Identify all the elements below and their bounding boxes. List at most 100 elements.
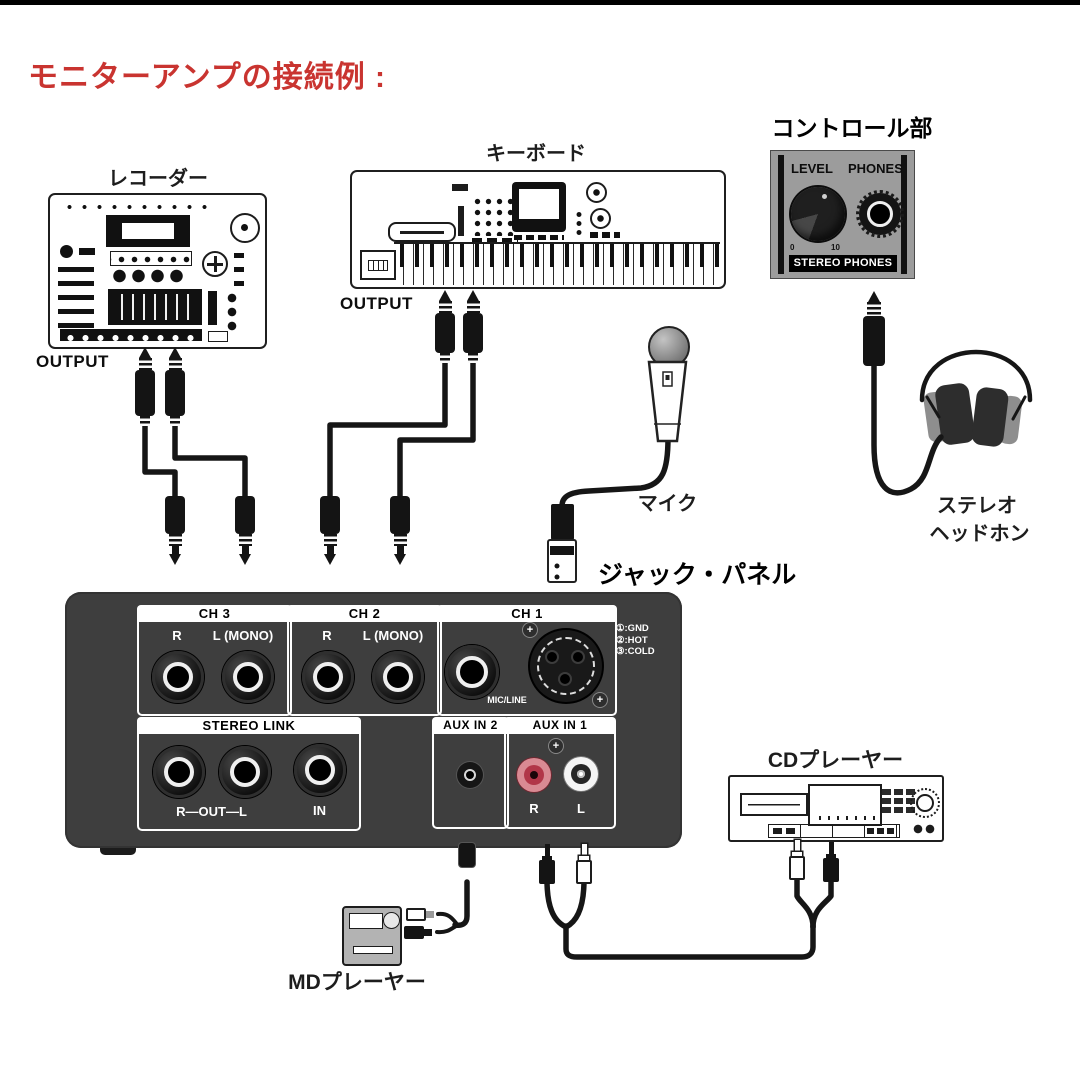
plug-tip [467, 290, 479, 301]
plug-tip [324, 554, 336, 565]
cable-recorder-r [142, 417, 178, 503]
plug-tip [169, 554, 181, 565]
keyboard-screen-display [519, 189, 559, 219]
ch2-title: CH 2 [287, 605, 442, 622]
plug-body [863, 316, 885, 366]
plug-rings [323, 534, 337, 546]
plug-rings [138, 358, 152, 370]
ch2-r-label: R [322, 628, 332, 643]
recorder-input-knob-strip [60, 329, 202, 341]
ch1-title: CH 1 [437, 605, 617, 622]
phones-label: PHONES [848, 161, 903, 176]
plug-strain-relief [170, 416, 180, 426]
phones-jack-inner [867, 201, 893, 227]
cable-keyboard-r [327, 355, 448, 503]
stereo-link-out-label: R—OUT—L [176, 804, 247, 819]
ch3-r-jack [152, 651, 204, 703]
recorder-output-plug-right [163, 347, 187, 426]
plug-body [320, 496, 340, 534]
control-section-label: コントロール部 [771, 115, 933, 141]
recorder-knob-row [62, 202, 212, 212]
plug-strain-relief [140, 416, 150, 426]
knob-min-label: 0 [790, 243, 795, 252]
plug-body [463, 313, 483, 353]
xlr-connector-screw-1 [554, 563, 560, 569]
microphone-switch-slider [665, 375, 670, 380]
rca-body [539, 860, 555, 884]
cable-md-black-arm [435, 924, 458, 935]
page-title: モニターアンプの接続例 : [28, 61, 387, 94]
jack-inner [163, 662, 193, 692]
recorder-jog-knob [230, 213, 260, 243]
jack-inner [313, 662, 343, 692]
stereo-link-in-label: IN [313, 803, 326, 818]
control-rack-rail-left [778, 155, 784, 274]
aux-in-1-l-rca-jack [564, 757, 598, 791]
recorder-faders [112, 294, 198, 320]
ch1-mic-line-label: MIC/LINE [487, 695, 527, 705]
plug-shaft [326, 546, 334, 554]
md-display [349, 913, 383, 929]
keyboard-device [350, 170, 726, 289]
rca-collar [542, 856, 552, 860]
plug-rings [168, 534, 182, 546]
xlr-connector-latch [550, 546, 574, 555]
recorder-screen-display [122, 223, 174, 239]
cd-jog-inner [916, 794, 934, 812]
cable-aux1-to-cd [563, 923, 816, 960]
xlr-pinout-legend: ①:GND ②:HOT ③:COLD [616, 623, 655, 658]
jack-panel-label: ジャック・パネル [598, 561, 797, 589]
rca-collar [579, 856, 589, 860]
ch2-r-jack [302, 651, 354, 703]
ch2-section: CH 2 R L (MONO) [287, 605, 442, 716]
keyboard-connector-port [368, 260, 388, 271]
aux-in-1-section: AUX IN 1 R L [504, 717, 616, 829]
ch1-section: CH 1 MIC/LINE [437, 605, 617, 716]
recorder-power-knob [60, 245, 73, 258]
jack-inner [233, 662, 263, 692]
stereo-link-in-jack [294, 744, 346, 796]
plug-body [435, 313, 455, 353]
xlr-pin-2 [573, 652, 583, 662]
rca-collar [792, 852, 802, 856]
xlr-pin2-text: ②:HOT [616, 634, 648, 646]
aux-in-1-l-rca-plug [576, 844, 592, 884]
rca-hole [530, 771, 538, 779]
headphone-cup-left [933, 381, 977, 447]
knob-max-label: 10 [831, 243, 840, 252]
cd-bottom-button-bar [768, 824, 900, 838]
aux-in-2-section: AUX IN 2 [432, 717, 509, 829]
xlr-connector-sleeve [551, 504, 574, 540]
cd-small-knobs [912, 823, 936, 835]
cable-aux1-right-arm [563, 877, 587, 930]
recorder-fader-section [108, 289, 202, 325]
ch2-l-plug [388, 496, 412, 565]
xlr-screw-top [523, 623, 537, 637]
rca-body [576, 860, 592, 884]
xlr-connector-screw-2 [554, 574, 560, 580]
microphone-label: マイク [637, 493, 698, 515]
plug-tip [868, 291, 880, 302]
ch3-r-plug [163, 496, 187, 565]
plug-rings [238, 534, 252, 546]
stereo-link-section: STEREO LINK R—OUT—L IN [137, 717, 361, 831]
cable-aux2-stem [452, 879, 470, 928]
cable-recorder-l [172, 417, 248, 503]
cable-cd-left-arm [794, 869, 816, 930]
keyboard-button-row-2 [590, 232, 620, 238]
plug-body [404, 926, 424, 939]
ch3-l-jack [222, 651, 274, 703]
control-rack-rail-right [901, 155, 907, 274]
ch1-xlr-jack [530, 630, 602, 702]
recorder-transport-buttons [110, 267, 188, 285]
plug-tip [394, 554, 406, 565]
ch3-l-label: L (MONO) [212, 628, 274, 643]
plug-tip [424, 929, 432, 936]
rca-pin [794, 840, 800, 852]
ch2-l-label: L (MONO) [362, 628, 424, 643]
keyboard-connector-box [360, 250, 396, 280]
cd-display [808, 784, 882, 826]
plug-rings [438, 301, 452, 313]
plug-strain-relief [468, 353, 478, 363]
